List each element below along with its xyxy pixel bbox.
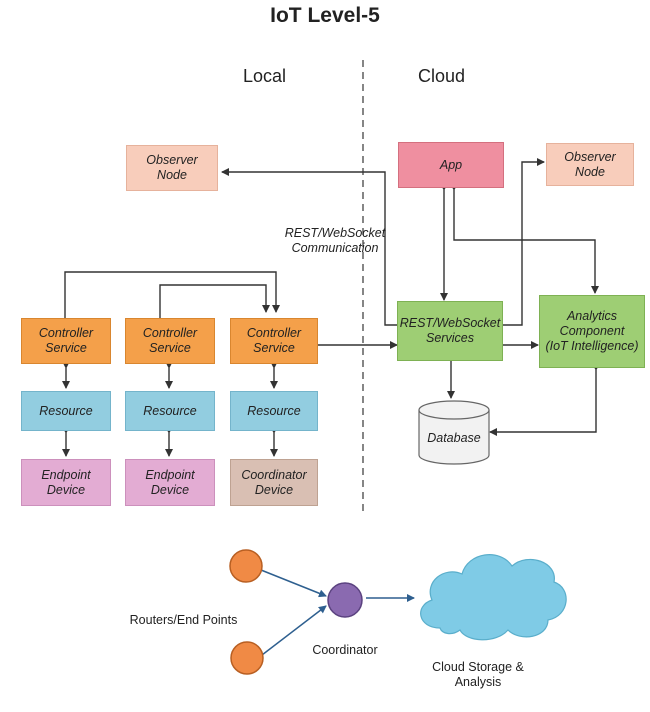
routers-label: Routers/End Points [129,613,238,627]
local-section-label: Local [243,66,287,86]
router1-to-coordinator [260,569,327,598]
controller-service-2: Controller Service [125,318,215,364]
cloud-section-label: Cloud [418,66,466,86]
services-to-cloud-observer [503,158,545,326]
resource-2: Resource [125,391,215,431]
loop-line-outer [64,271,280,318]
cloud-shape [420,554,567,641]
communication-label: REST/WebSocket Communication [284,226,386,255]
app-box: App [398,142,504,188]
cloud-storage-label: Cloud Storage & Analysis [432,660,524,689]
analytics-database-arrow [489,363,600,436]
database-label: Database [427,431,481,445]
database-cylinder [418,400,490,465]
router2-to-coordinator [261,605,327,656]
coordinator-device: Coordinator Device [230,459,318,506]
router-node-2 [230,641,264,675]
endpoint-device-1: Endpoint Device [21,459,111,506]
loop-line-inner [159,284,270,318]
services-to-local-observer [221,168,397,326]
controller-service-1: Controller Service [21,318,111,364]
coordinator-node [327,582,363,618]
diagram-title: IoT Level-5 [270,4,380,27]
resource-3: Resource [230,391,318,431]
rest-websocket-services: REST/WebSocket Services [397,301,503,361]
local-observer-node: Observer Node [126,145,218,191]
router-node-1 [229,549,263,583]
endpoint-device-2: Endpoint Device [125,459,215,506]
coordinator-label: Coordinator [312,643,378,657]
cloud-observer-node: Observer Node [546,143,634,186]
analytics-component: Analytics Component (IoT Intelligence) [539,295,645,368]
controller-service-3: Controller Service [230,318,318,364]
resource-1: Resource [21,391,111,431]
app-analytics-arrow [450,183,599,294]
